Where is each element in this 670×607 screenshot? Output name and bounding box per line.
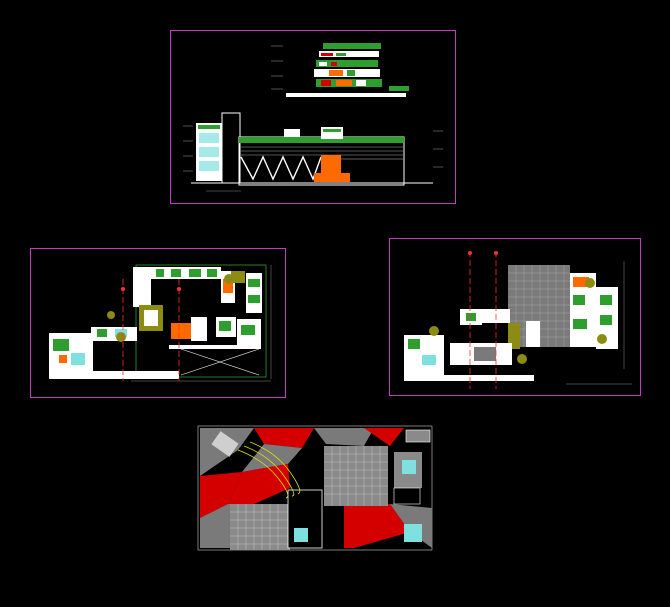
roof-plan-drawing bbox=[197, 425, 433, 551]
upper-floor-sheet bbox=[389, 238, 641, 396]
elevation-sheet bbox=[170, 30, 456, 204]
main-elevation bbox=[183, 112, 443, 192]
upper-floor-axes bbox=[468, 251, 632, 389]
ground-floor-axes bbox=[121, 265, 272, 382]
ground-floor-walls bbox=[49, 264, 267, 379]
roof-plan-sheet bbox=[194, 424, 434, 551]
upper-floor-drawing bbox=[404, 251, 632, 389]
upper-floor-walls bbox=[404, 273, 618, 381]
ground-floor-drawing bbox=[49, 264, 272, 382]
elevation-drawing bbox=[183, 43, 443, 192]
roof-grid-panels bbox=[230, 429, 431, 550]
section-upper-building bbox=[271, 43, 409, 97]
roof-ramp-lines bbox=[211, 431, 301, 499]
ground-floor-sheet bbox=[30, 248, 286, 398]
